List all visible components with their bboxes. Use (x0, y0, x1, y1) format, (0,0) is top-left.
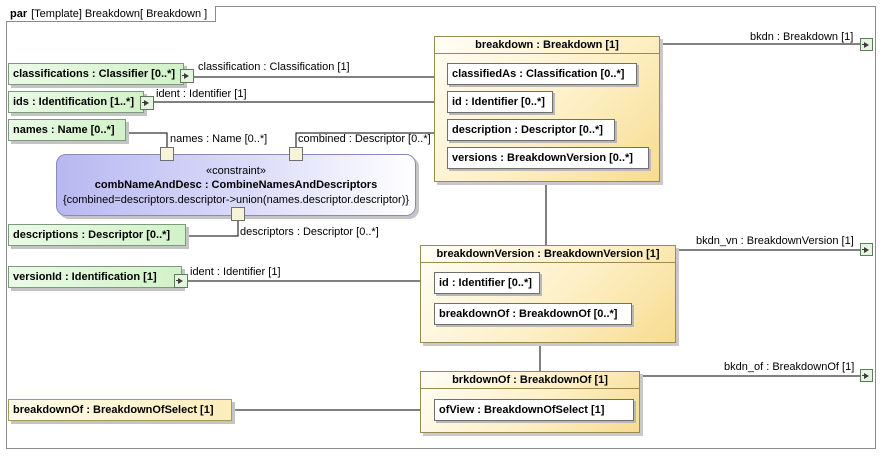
label-ident-2: ident : Identifier [1] (190, 266, 281, 278)
param-classifications[interactable]: classifications : Classifier [0..*] (8, 63, 184, 85)
part-of-view[interactable]: ofView : BreakdownOfSelect [1] (434, 399, 634, 421)
diagram-title: [Template] Breakdown[ Breakdown ] (31, 8, 208, 20)
label-classification: classification : Classification [1] (198, 61, 350, 73)
constraint-pin-combined[interactable] (289, 147, 303, 161)
block-brkdown-of-title: brkdownOf : BreakdownOf [1] (421, 372, 639, 389)
param-ids[interactable]: ids : Identification [1..*] (8, 91, 144, 113)
pin-ids[interactable] (140, 96, 154, 110)
part-breakdown-of[interactable]: breakdownOf : BreakdownOf [0..*] (434, 303, 632, 325)
pin-version-id[interactable] (174, 274, 188, 288)
diagram-kind: par (10, 8, 28, 20)
param-version-id[interactable]: versionId : Identification [1] (8, 266, 182, 288)
constraint-pin-names[interactable] (160, 147, 174, 161)
label-names: names : Name [0..*] (170, 133, 268, 145)
label-descriptors: descriptors : Descriptor [0..*] (240, 226, 379, 238)
constraint-name: combNameAndDesc : CombineNamesAndDescrip… (94, 179, 378, 191)
part-versions[interactable]: versions : BreakdownVersion [0..*] (447, 147, 649, 169)
part-classified-as[interactable]: classifiedAs : Classification [0..*] (447, 63, 637, 85)
label-combined: combined : Descriptor [0..*] (298, 133, 431, 145)
part-version-id[interactable]: id : Identifier [0..*] (434, 272, 540, 294)
label-ident-1: ident : Identifier [1] (156, 88, 247, 100)
param-breakdown-of[interactable]: breakdownOf : BreakdownOfSelect [1] (8, 399, 232, 421)
part-description[interactable]: description : Descriptor [0..*] (447, 119, 615, 141)
label-bkdn: bkdn : Breakdown [1] (750, 31, 854, 43)
diagram-frame (6, 6, 876, 449)
label-bkdn-vn: bkdn_vn : BreakdownVersion [1] (696, 235, 854, 247)
constraint-comb-name-and-desc[interactable]: «constraint» combNameAndDesc : CombineNa… (56, 154, 416, 216)
connector-combined (295, 132, 447, 147)
constraint-pin-descriptors[interactable] (231, 207, 245, 221)
constraint-stereotype: «constraint» (206, 165, 266, 177)
part-breakdown-id[interactable]: id : Identifier [0..*] (447, 91, 553, 113)
block-breakdown-version-title: breakdownVersion : BreakdownVersion [1] (421, 246, 675, 263)
param-names[interactable]: names : Name [0..*] (8, 119, 126, 141)
pin-bkdn-of[interactable] (860, 369, 873, 382)
pin-classifications[interactable] (180, 69, 194, 83)
connector-descriptors (186, 220, 239, 237)
diagram-header: par[Template] Breakdown[ Breakdown ] (6, 6, 217, 22)
block-breakdown-title: breakdown : Breakdown [1] (435, 37, 659, 54)
pin-bkdn-vn[interactable] (860, 243, 873, 256)
connector-names (126, 132, 168, 147)
param-descriptions[interactable]: descriptions : Descriptor [0..*] (8, 224, 186, 246)
pin-bkdn[interactable] (860, 38, 873, 51)
block-breakdown-version[interactable]: breakdownVersion : BreakdownVersion [1] (420, 245, 676, 343)
constraint-specification: {combined=descriptors.descriptor->union(… (62, 194, 410, 206)
label-bkdn-of: bkdn_of : BreakdownOf [1] (724, 361, 855, 373)
